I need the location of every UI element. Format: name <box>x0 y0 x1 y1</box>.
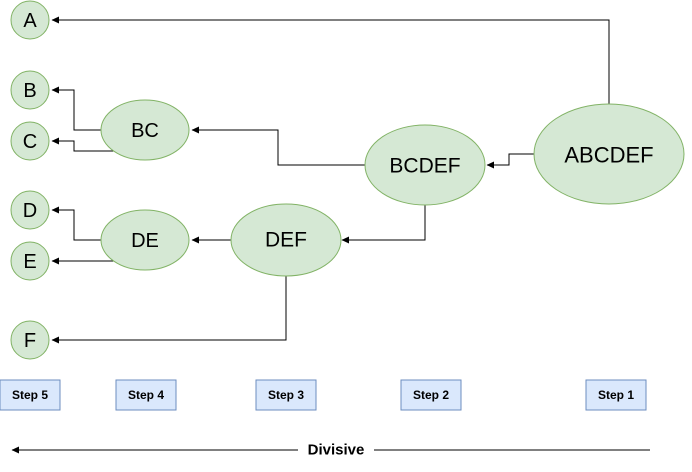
node-d[interactable]: D <box>10 190 50 230</box>
node-c[interactable]: C <box>10 121 50 161</box>
node-def-label: DEF <box>265 229 307 252</box>
node-bc-label: BC <box>131 120 159 142</box>
step-1-rect <box>585 379 647 411</box>
node-bcdef-label: BCDEF <box>389 155 460 178</box>
step-4-box[interactable]: Step 4 <box>115 379 177 411</box>
node-e-shape <box>10 241 50 281</box>
node-def-shape <box>230 203 342 277</box>
divisive-direction: Divisive <box>11 442 650 459</box>
edge-bc-to-b <box>51 86 101 131</box>
node-de-label: DE <box>131 230 159 252</box>
node-abcdef-shape <box>533 103 685 205</box>
node-de-shape <box>100 209 190 271</box>
node-bcdef[interactable]: BCDEF <box>364 124 486 206</box>
node-de[interactable]: DE <box>100 209 190 271</box>
node-abcdef[interactable]: ABCDEF <box>533 103 685 205</box>
step-2-rect <box>400 379 462 411</box>
node-abcdef-label: ABCDEF <box>564 143 653 168</box>
node-f-label: F <box>24 330 36 352</box>
edge-abcdef-to-a <box>51 16 610 104</box>
node-e-label: E <box>23 251 36 273</box>
node-a-label: A <box>23 10 37 32</box>
edge-abcdef-to-bcdef <box>486 153 535 169</box>
node-b-shape <box>10 70 50 110</box>
step-2-label: Step 2 <box>413 388 449 402</box>
node-c-label: C <box>23 131 37 153</box>
step-3-rect <box>255 379 317 411</box>
edge-de-to-d <box>51 206 101 241</box>
node-def[interactable]: DEF <box>230 203 342 277</box>
step-5-label: Step 5 <box>12 388 48 402</box>
node-e[interactable]: E <box>10 241 50 281</box>
node-d-shape <box>10 190 50 230</box>
step-1-box[interactable]: Step 1 <box>585 379 647 411</box>
node-a[interactable]: A <box>10 0 50 40</box>
step-1-label: Step 1 <box>598 388 634 402</box>
node-d-label: D <box>23 200 37 222</box>
node-a-shape <box>10 0 50 40</box>
edge-bcdef-to-bc <box>191 126 366 166</box>
node-bcdef-shape <box>364 124 486 206</box>
edge-bc-to-c <box>51 137 115 152</box>
node-f-shape <box>10 320 50 360</box>
step-5-rect <box>0 379 61 411</box>
node-c-shape <box>10 121 50 161</box>
step-3-label: Step 3 <box>268 388 304 402</box>
edges <box>51 16 610 344</box>
divisive-label: Divisive <box>308 442 365 459</box>
node-bc[interactable]: BC <box>100 99 190 161</box>
step-4-rect <box>115 379 177 411</box>
node-b-label: B <box>23 80 36 102</box>
node-bc-shape <box>100 99 190 161</box>
node-b[interactable]: B <box>10 70 50 110</box>
step-3-box[interactable]: Step 3 <box>255 379 317 411</box>
node-f[interactable]: F <box>10 320 50 360</box>
step-4-label: Step 4 <box>128 388 164 402</box>
edge-def-to-f <box>51 276 287 344</box>
step-5-box[interactable]: Step 5 <box>0 379 61 411</box>
edge-bcdef-to-def <box>341 205 426 244</box>
step-2-box[interactable]: Step 2 <box>400 379 462 411</box>
